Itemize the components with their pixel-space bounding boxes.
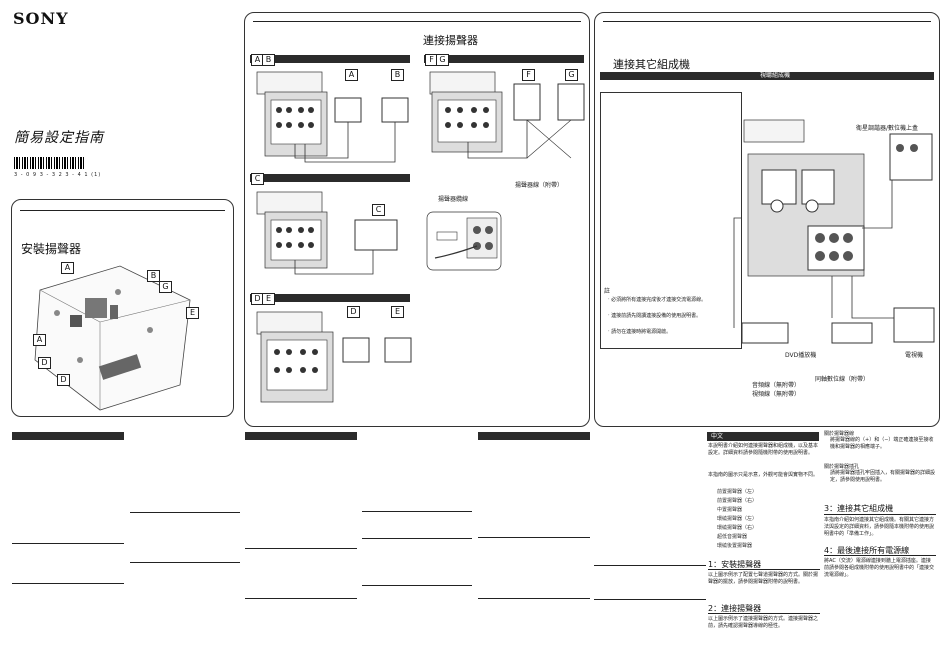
- lang-tag-bar: [707, 432, 819, 441]
- room-label-f: D: [38, 357, 51, 369]
- right-heading-2: 關於揚聲器插孔: [824, 464, 860, 470]
- top-right-label: 衛星調諧器/數位機上盒: [856, 125, 919, 132]
- receiver-diagram-fg: [429, 71, 585, 159]
- note-line-2: ‧ 連接前請先閱讀連接設備的使用說明書。: [608, 313, 702, 319]
- install-title: 安裝揚聲器: [21, 242, 82, 256]
- fg-caption: 揚聲器線（附帶）: [515, 182, 564, 189]
- section-tag-g: G: [436, 54, 449, 66]
- speaker-list-item: 前置揚聲器（右）: [717, 498, 758, 504]
- lang-tag: 中文: [711, 433, 724, 440]
- diagram-label-a: A: [345, 69, 358, 81]
- dvd-label: DVD播放機: [785, 352, 817, 359]
- speaker-list-item: 環繞揚聲器（左）: [717, 516, 758, 522]
- room-label-a: A: [33, 334, 46, 346]
- section-tag-c: C: [251, 173, 264, 185]
- diagram-label-d: D: [347, 306, 360, 318]
- speaker-list-item: 前置揚聲器（左）: [717, 489, 758, 495]
- room-label-d: D: [57, 374, 70, 386]
- diagram-label-e: E: [391, 306, 404, 318]
- other-subtitle-bar: [600, 72, 934, 80]
- barcode: [14, 157, 84, 169]
- speaker-list-item: 環繞後置揚聲器: [717, 543, 753, 549]
- step3-text: 本指南介紹如何連接其它組成機。有關其它連接方法與設定的詳細資料，請參閱隨本機附帶…: [824, 517, 935, 537]
- section-ab-bar: [250, 55, 410, 63]
- right-heading-1: 關於揚聲器線: [824, 431, 855, 437]
- step2-title: 2：連接揚聲器: [708, 604, 762, 613]
- step1-title: 1：安裝揚聲器: [708, 560, 762, 569]
- section-c-bar: [250, 174, 410, 182]
- note-line-1: ‧ 必須將所有連接完成後才連接交流電源線。: [608, 297, 707, 303]
- step4-title: 4：最後連接所有電源線: [824, 546, 910, 555]
- section-tag-b: B: [262, 54, 275, 66]
- room-diagram: [34, 265, 191, 411]
- step1-text: 以上圖示例示了配置七聲道揚聲器的方式。關於揚聲器的擺放，請參閱揚聲器附帶的說明書…: [708, 572, 819, 585]
- speaker-panel-title: 連接揚聲器: [423, 34, 478, 47]
- bottom-bar-1: [12, 432, 124, 440]
- cable-caption: 揚聲器纜線: [438, 196, 469, 203]
- list-heading: 本指南的圖示只是示意，外觀可能會與實物不同。: [708, 472, 819, 478]
- video-cable-label: 視頻線（無附帶）: [752, 391, 801, 398]
- note-mark: 註: [604, 288, 611, 295]
- intro-text: 本說明書介紹如何連接揚聲器和組成機，以及基本設定。詳細資料請參閱隨機附帶的使用說…: [708, 443, 819, 456]
- section-tag-e: E: [262, 293, 275, 305]
- diagram-label-b: B: [391, 69, 404, 81]
- note-box: [600, 92, 742, 349]
- room-label-g: G: [159, 281, 172, 293]
- right-text-2: 請將揚聲器插孔牢固插入，有關揚聲器的詳細設定，請參閱使用說明書。: [830, 470, 936, 483]
- room-label-b: B: [147, 270, 160, 282]
- receiver-diagram-de: [256, 311, 412, 403]
- section-de-bar: [250, 294, 410, 302]
- note-line-3: ‧ 請勿在連接時將電源開啟。: [608, 329, 672, 335]
- speaker-list-item: 環繞揚聲器（右）: [717, 525, 758, 531]
- brand-logo: SONY: [13, 9, 69, 28]
- cable-detail-diagram: [426, 211, 502, 271]
- speaker-list-item: 中置揚聲器: [717, 507, 743, 513]
- step4-text: 將AC（交流）電源線連接到牆上電源插座。連接前請參閱各組成機附帶的使用說明書中的…: [824, 558, 935, 578]
- other-subtitle: 視聽組成機: [760, 72, 791, 79]
- diagram-label-c: C: [372, 204, 385, 216]
- vcr-label: 電視機: [905, 352, 924, 359]
- coax-cable-label: 同軸數位線（附帶）: [815, 376, 870, 383]
- av-connection-diagram: [733, 119, 935, 344]
- bottom-bar-3: [478, 432, 590, 440]
- diagram-label-f: F: [522, 69, 535, 81]
- room-label-c: A: [61, 262, 74, 274]
- speaker-list-item: 超低音揚聲器: [717, 534, 748, 540]
- bottom-bar-2: [245, 432, 357, 440]
- section-fg-bar: [424, 55, 584, 63]
- other-panel-title: 連接其它組成機: [613, 58, 690, 71]
- audio-cable-label: 音頻線（無附帶）: [752, 382, 801, 389]
- step3-title: 3：連接其它組成機: [824, 504, 894, 513]
- right-text-1: 將揚聲器線的（+）和（−）端正確連接至接收機和揚聲器的相應端子。: [830, 437, 934, 450]
- barcode-number: 3 - 0 9 3 - 3 2 3 - 4 1 (1): [14, 172, 102, 178]
- receiver-diagram-c: [256, 191, 398, 275]
- room-label-e: E: [186, 307, 199, 319]
- diagram-label-g: G: [565, 69, 578, 81]
- receiver-diagram-ab: [256, 71, 409, 163]
- step2-text: 以上圖示例示了連接揚聲器的方式。連接揚聲器之前，請先確認揚聲器導線的極性。: [708, 616, 819, 629]
- cover-title: 簡易設定指南: [14, 130, 104, 146]
